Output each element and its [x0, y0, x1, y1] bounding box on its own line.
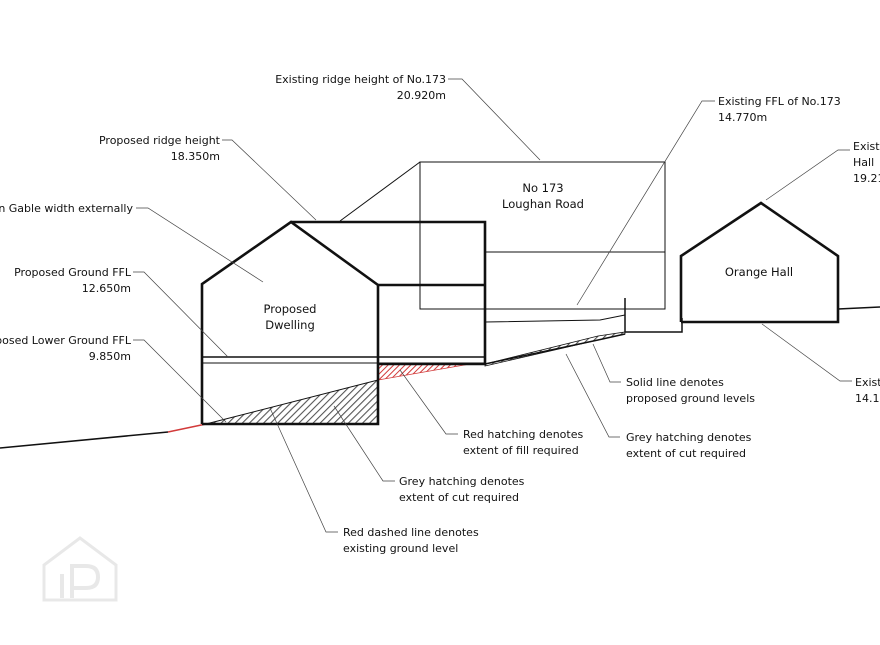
existing-ground-left	[0, 431, 169, 449]
note-grey-hatch-left-2: extent of cut required	[399, 491, 519, 504]
leader-lower-ffl	[133, 339, 227, 423]
leader-proposed-ground-ffl	[133, 271, 229, 358]
proposed-rear-wing	[291, 220, 487, 366]
leader-lines	[133, 78, 852, 533]
note-red-dashed-2: existing ground level	[343, 542, 458, 555]
orange-hall-outline	[679, 201, 840, 324]
property-pal-logo-icon	[42, 536, 118, 602]
proposed-label-line1: Proposed	[264, 302, 317, 316]
note-solid-line-1: Solid line denotes	[626, 376, 724, 389]
note-grey-hatch-right-1: Grey hatching denotes	[626, 431, 752, 444]
leader-orange-hall-ffl	[761, 323, 852, 382]
note-red-dashed-1: Red dashed line denotes	[343, 526, 479, 539]
no173-label-line1: No 173	[522, 181, 563, 195]
building-no173: No 173 Loughan Road	[339, 161, 666, 310]
leader-red-dashed	[269, 407, 338, 533]
proposed-gable-outline	[200, 220, 380, 426]
orange-hall-ridge-line1: Exist	[853, 140, 880, 153]
orange-hall-ridge-line2: Hall	[853, 156, 874, 169]
leader-proposed-ridge	[222, 139, 317, 221]
leader-orange-hall-ridge	[765, 149, 850, 201]
leader-red-hatch	[399, 369, 458, 435]
no173-roof-slope	[339, 161, 421, 222]
step-outline	[624, 298, 683, 333]
proposed-lower-ffl-title: oposed Lower Ground FFL	[0, 334, 132, 347]
proposed-label-line2: Dwelling	[265, 318, 315, 332]
leader-grey-hatch-right	[565, 353, 620, 438]
proposed-ground-ffl-title: Proposed Ground FFL	[14, 266, 132, 279]
ridge-173-value: 20.920m	[397, 89, 446, 102]
orange-hall-ffl-value: 14.13	[855, 392, 880, 405]
leader-solid-line	[592, 343, 621, 383]
gable-width-title: n Gable width externally	[0, 202, 133, 215]
orange-hall-ffl-title: Exist	[855, 376, 880, 389]
orange-hall-label: Orange Hall	[725, 265, 793, 279]
leader-gable-width	[136, 207, 264, 283]
building-orange-hall: Orange Hall	[679, 201, 840, 324]
no173-label-line2: Loughan Road	[502, 197, 584, 211]
proposed-ridge-title: Proposed ridge height	[99, 134, 221, 147]
leader-ffl-173	[576, 100, 715, 306]
proposed-ridge-value: 18.350m	[171, 150, 220, 163]
ground-levels	[0, 298, 880, 449]
note-grey-hatch-right-2: extent of cut required	[626, 447, 746, 460]
note-solid-line-2: proposed ground levels	[626, 392, 755, 405]
proposed-ground-right	[484, 333, 626, 365]
note-grey-hatch-left-1: Grey hatching denotes	[399, 475, 525, 488]
red-fill-hatch	[377, 363, 471, 381]
ground-far-right	[837, 306, 880, 310]
proposed-lower-ffl-value: 9.850m	[89, 350, 131, 363]
ffl-173-value: 14.770m	[718, 111, 767, 124]
note-red-hatch-1: Red hatching denotes	[463, 428, 583, 441]
proposed-ground-ffl-value: 12.650m	[82, 282, 131, 295]
note-red-hatch-2: extent of fill required	[463, 444, 579, 457]
terrace-line	[484, 314, 626, 323]
grey-cut-hatch-left	[205, 379, 379, 425]
leader-grey-hatch-left	[333, 405, 395, 482]
building-proposed: Proposed Dwelling	[200, 220, 487, 426]
ridge-173-title: Existing ridge height of No.173	[275, 73, 446, 86]
red-dashed-existing-ground	[167, 423, 207, 433]
annotations: Existing ridge height of No.173 20.920m …	[0, 73, 880, 555]
orange-hall-ridge-value: 19.21	[853, 172, 880, 185]
leader-ridge-173	[448, 78, 541, 161]
ffl-173-title: Existing FFL of No.173	[718, 95, 841, 108]
